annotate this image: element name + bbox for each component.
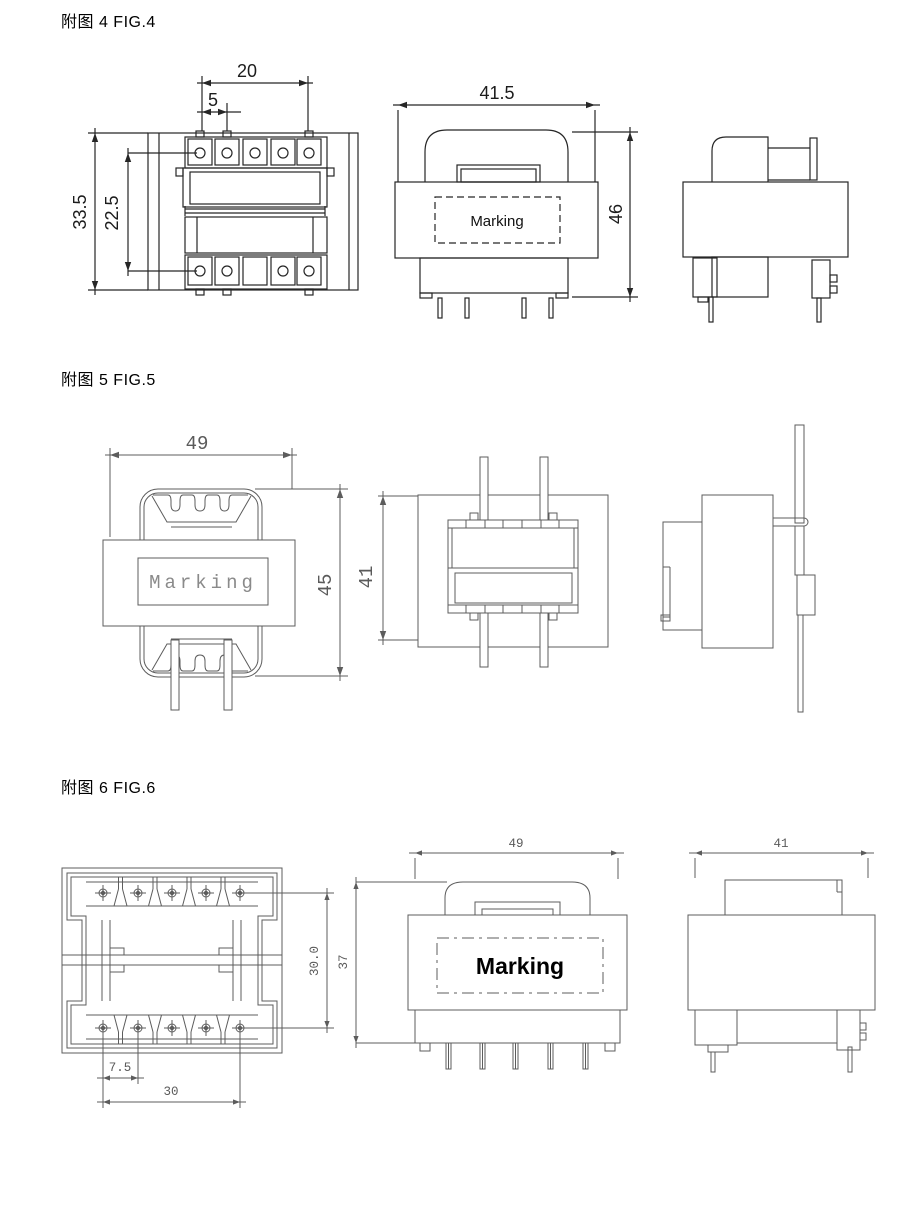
- fig4-front-width-label: 41.5: [479, 83, 514, 103]
- fig5-top-view: Marking: [102, 488, 296, 711]
- fig4-dim-front-width: 41.5: [393, 83, 600, 182]
- fig5-dim-top-width: 49: [105, 433, 297, 537]
- fig6-bottom-pins: [95, 1020, 248, 1036]
- fig6-dim-front-height: 37: [337, 877, 447, 1048]
- fig6-front-height-label: 37: [337, 954, 351, 969]
- fig4-front-height-label: 46: [606, 204, 626, 224]
- fig4-front-view: Marking: [394, 129, 599, 319]
- fig6-dim-row-spacing: 30.0: [246, 888, 334, 1033]
- fig6-marking-label: Marking: [476, 953, 564, 979]
- figure5-title: 附图 5 FIG.5: [61, 372, 156, 389]
- figure4-title: 附图 4 FIG.4: [61, 14, 156, 31]
- fig6-dim-side-width: 41: [689, 837, 874, 878]
- fig6-pin-pitch-label: 7.5: [109, 1061, 132, 1075]
- fig4-pin-span-label: 20: [237, 61, 257, 81]
- fig4-row-spacing-label: 22.5: [102, 195, 122, 230]
- fig5-side-view: [660, 424, 816, 713]
- fig4-dim-row-spacing: 22.5: [102, 148, 197, 276]
- figure6-drawing: 30.0 37 7.5 30 Ma: [61, 837, 876, 1108]
- fig5-front-height-label: 41: [356, 566, 378, 589]
- fig4-side-view: [682, 136, 849, 323]
- fig4-overall-height-label: 33.5: [70, 194, 90, 229]
- fig5-front-view: [417, 456, 609, 668]
- figure5-drawing: Marking 49 45: [102, 424, 816, 713]
- fig4-dim-front-height: 46: [572, 127, 638, 302]
- fig5-marking-label: Marking: [149, 572, 257, 594]
- fig6-front-width-label: 49: [508, 837, 523, 851]
- fig4-dim-pin-span: 20: [197, 61, 313, 131]
- fig4-dim-overall-height: 33.5: [70, 128, 148, 295]
- figure6-title: 附图 6 FIG.6: [61, 780, 156, 797]
- fig6-dim-pin-span: 30: [97, 1034, 246, 1108]
- fig5-dim-front-height: 41: [356, 491, 418, 645]
- fig6-top-view: [61, 867, 283, 1054]
- fig6-front-view: Marking: [407, 881, 628, 1070]
- fig4-marking-label: Marking: [470, 213, 523, 230]
- fig6-row-spacing-label: 30.0: [308, 946, 322, 976]
- figure4-drawing: 20 5 33.5 22.5 Ma: [70, 61, 849, 323]
- fig5-dim-top-height: 45: [255, 484, 348, 681]
- fig6-pin-span-label: 30: [163, 1085, 178, 1099]
- fig5-top-width-label: 49: [186, 433, 209, 455]
- fig4-dim-pin-pitch: 5: [197, 90, 241, 131]
- fig6-front-pins: [445, 1042, 589, 1070]
- fig6-side-view: [687, 879, 876, 1073]
- fig6-dim-pin-pitch: 7.5: [97, 1034, 144, 1084]
- fig4-pin-pitch-label: 5: [208, 90, 218, 110]
- fig4-top-view: [147, 130, 359, 296]
- fig6-dim-front-width: 49: [409, 837, 624, 879]
- fig6-top-pins: [95, 885, 248, 901]
- fig5-top-height-label: 45: [315, 574, 337, 597]
- fig6-side-width-label: 41: [773, 837, 788, 851]
